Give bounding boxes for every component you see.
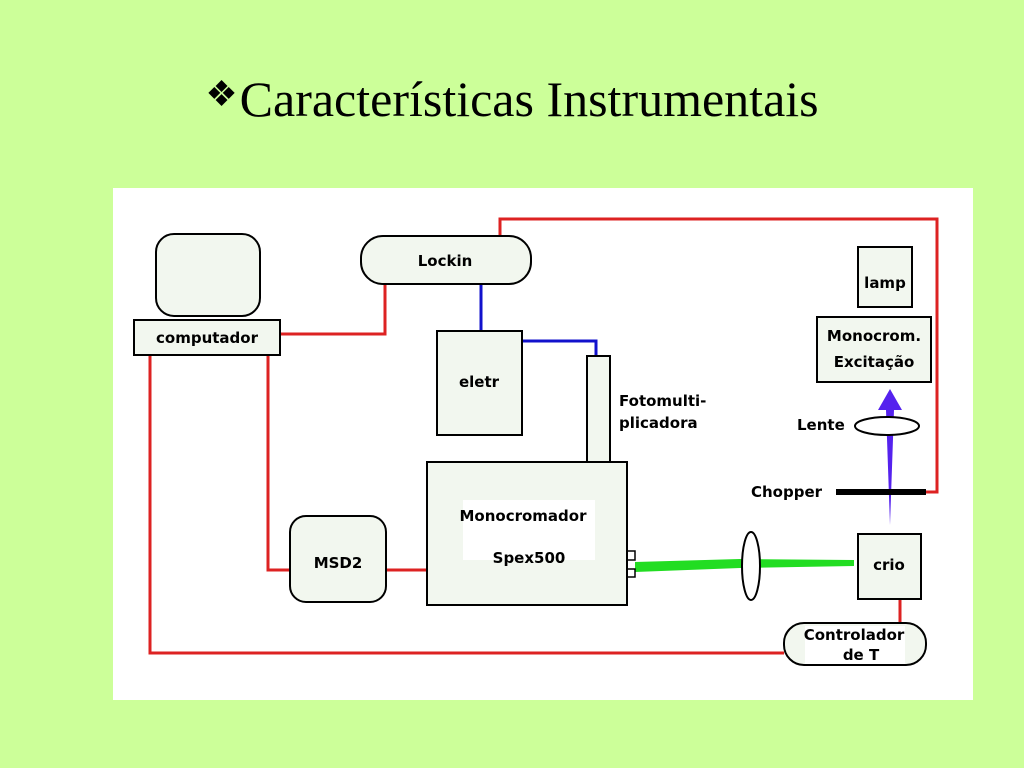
lamp-box xyxy=(857,246,913,308)
diamond-bullet-icon: ❖ xyxy=(205,74,238,114)
spex-label: Spex500 xyxy=(493,549,566,567)
temperature-controller-label-backdrop xyxy=(805,626,905,664)
wire-lockin-chopper xyxy=(498,217,939,494)
entrance-slit-icon xyxy=(627,550,636,561)
wire-computer-msd2 xyxy=(266,356,290,572)
temperature-controller-label-line2: de T xyxy=(843,646,880,664)
photomultiplier-tube xyxy=(586,355,611,464)
computer-monitor-icon xyxy=(155,233,261,317)
lens-label: Lente xyxy=(797,416,845,434)
wire-computer-controller xyxy=(148,356,784,655)
excitation-monochromator-label-line2: Excitação xyxy=(834,353,915,371)
chopper-blade-icon xyxy=(836,489,926,495)
cryostat-label: crio xyxy=(873,556,905,574)
slide-title: ❖Características Instrumentais xyxy=(0,70,1024,128)
wire-electronics-photomultiplier xyxy=(522,339,598,356)
excitation-beam xyxy=(878,389,902,525)
lockin-box xyxy=(360,235,532,285)
instrument-diagram: computador Lockin eletr Fotomulti- plica… xyxy=(113,188,973,700)
photomultiplier-label-line2: plicadora xyxy=(619,414,698,432)
computer-label: computador xyxy=(156,329,259,347)
cryostat-box xyxy=(857,533,922,600)
temperature-controller-label-line1: Controlador xyxy=(804,626,905,644)
signal-wires xyxy=(148,217,939,655)
monochromator-label: Monocromador xyxy=(459,507,587,525)
monochromator-label-backdrop xyxy=(463,500,595,560)
computer-box xyxy=(133,319,281,356)
instrument-diagram-svg: computador Lockin eletr Fotomulti- plica… xyxy=(133,217,939,666)
lockin-label: Lockin xyxy=(418,252,473,270)
photomultiplier-label-line1: Fotomulti- xyxy=(619,392,706,410)
excitation-lens-icon xyxy=(854,416,920,436)
excitation-monochromator-label-line1: Monocrom. xyxy=(827,327,921,345)
data-wires xyxy=(479,285,598,356)
msd2-box xyxy=(289,515,387,603)
msd2-label: MSD2 xyxy=(314,554,363,572)
entrance-slit-icon-lower xyxy=(627,568,636,578)
slide-title-text: Características Instrumentais xyxy=(239,71,819,127)
electronics-label: eletr xyxy=(459,373,500,391)
chopper-label: Chopper xyxy=(751,483,823,501)
emission-lens-icon xyxy=(741,531,761,601)
lamp-label: lamp xyxy=(864,274,906,292)
electronics-box xyxy=(436,330,523,436)
excitation-monochromator-box xyxy=(816,316,932,383)
wire-computer-lockin xyxy=(281,285,387,336)
